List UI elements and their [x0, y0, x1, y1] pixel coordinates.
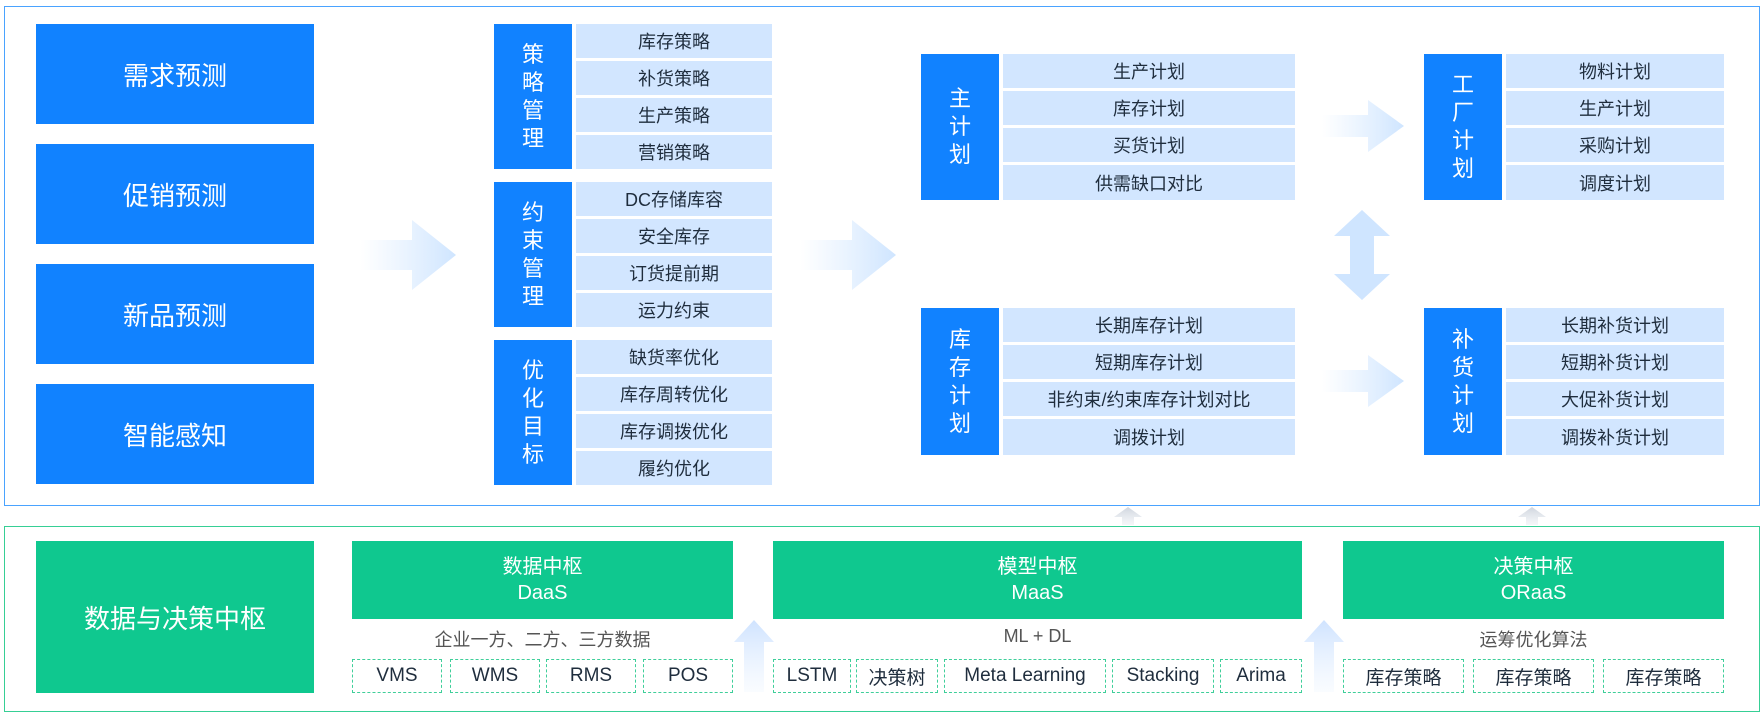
inventory-plan-item: 短期库存计划: [1003, 345, 1295, 379]
model-hub-code: MaaS: [1011, 582, 1064, 604]
flow-arrow-right-icon: [800, 220, 896, 290]
decision-hub-code: ORaaS: [1500, 582, 1567, 604]
data-hub-chip: RMS: [546, 659, 636, 693]
data-hub-chip: WMS: [450, 659, 540, 693]
data-hub-desc: 企业一方、二方、三方数据: [434, 630, 651, 650]
objective-item: 库存调拨优化: [576, 414, 772, 448]
constraint-item: 运力约束: [576, 293, 772, 327]
strategy-item: 补货策略: [576, 61, 772, 95]
replenishment-plan-item: 大促补货计划: [1506, 382, 1724, 416]
master-plan-item: 买货计划: [1003, 128, 1295, 162]
flow-arrow-right-icon: [1322, 100, 1404, 152]
group-label-constraint: 约束管理: [494, 182, 572, 327]
flow-arrow-right-icon: [1322, 355, 1404, 407]
objective-item: 缺货率优化: [576, 340, 772, 374]
factory-plan-item: 物料计划: [1506, 54, 1724, 88]
decision-hub-header: 决策中枢 ORaaS: [1343, 541, 1724, 619]
data-hub-chip: VMS: [352, 659, 442, 693]
plan-label-inventory: 库存计划: [921, 308, 999, 455]
strategy-item: 库存策略: [576, 24, 772, 58]
data-hub-chip: POS: [643, 659, 733, 693]
plan-label-master: 主计划: [921, 54, 999, 200]
model-hub-chip: Meta Learning: [944, 659, 1106, 693]
data-hub-code: DaaS: [517, 582, 568, 604]
inventory-plan-item: 非约束/约束库存计划对比: [1003, 382, 1295, 416]
constraint-item: 安全库存: [576, 219, 772, 253]
decision-hub-chip: 库存策略: [1603, 659, 1724, 693]
factory-plan-item: 生产计划: [1506, 91, 1724, 125]
arrow-up-icon: [1304, 620, 1344, 692]
replenishment-plan-item: 短期补货计划: [1506, 345, 1724, 379]
arrow-up-icon: [1114, 507, 1142, 525]
master-plan-item: 供需缺口对比: [1003, 165, 1295, 200]
constraint-item: 订货提前期: [576, 256, 772, 290]
data-hub-title: 数据中枢: [502, 556, 583, 578]
model-hub-chip: 决策树: [856, 659, 938, 693]
forecast-smart-sensing: 智能感知: [36, 384, 314, 484]
objective-item: 履约优化: [576, 451, 772, 485]
master-plan-item: 库存计划: [1003, 91, 1295, 125]
arrow-up-icon: [734, 620, 774, 692]
arrow-up-icon: [1518, 507, 1546, 525]
decision-hub-chip: 库存策略: [1343, 659, 1464, 693]
constraint-item: DC存储库容: [576, 182, 772, 216]
group-label-strategy: 策略管理: [494, 24, 572, 169]
group-label-objective: 优化目标: [494, 340, 572, 485]
hub-title: 数据与决策中枢: [36, 541, 314, 693]
data-hub-header: 数据中枢 DaaS: [352, 541, 733, 619]
factory-plan-item: 调度计划: [1506, 165, 1724, 200]
hub-frame: [4, 526, 1760, 712]
forecast-new-product: 新品预测: [36, 264, 314, 364]
factory-plan-item: 采购计划: [1506, 128, 1724, 162]
model-hub-desc: ML + DL: [1003, 626, 1072, 646]
model-hub-chip: Arima: [1220, 659, 1302, 693]
model-hub-chip: LSTM: [773, 659, 851, 693]
forecast-promotion: 促销预测: [36, 144, 314, 244]
plan-label-replenishment: 补货计划: [1424, 308, 1502, 455]
replenishment-plan-item: 长期补货计划: [1506, 308, 1724, 342]
model-hub-header: 模型中枢 MaaS: [773, 541, 1302, 619]
strategy-item: 生产策略: [576, 98, 772, 132]
inventory-plan-item: 调拨计划: [1003, 419, 1295, 455]
decision-hub-chip: 库存策略: [1473, 659, 1594, 693]
model-hub-title: 模型中枢: [997, 556, 1078, 578]
flow-arrow-right-icon: [360, 220, 456, 290]
objective-item: 库存周转优化: [576, 377, 772, 411]
decision-hub-desc: 运筹优化算法: [1479, 630, 1588, 650]
forecast-demand: 需求预测: [36, 24, 314, 124]
inventory-plan-item: 长期库存计划: [1003, 308, 1295, 342]
plan-label-factory: 工厂计划: [1424, 54, 1502, 200]
double-arrow-vertical-icon: [1334, 210, 1390, 300]
planning-frame: [4, 6, 1760, 506]
strategy-item: 营销策略: [576, 135, 772, 169]
master-plan-item: 生产计划: [1003, 54, 1295, 88]
decision-hub-title: 决策中枢: [1493, 556, 1574, 578]
replenishment-plan-item: 调拨补货计划: [1506, 419, 1724, 455]
model-hub-chip: Stacking: [1112, 659, 1214, 693]
